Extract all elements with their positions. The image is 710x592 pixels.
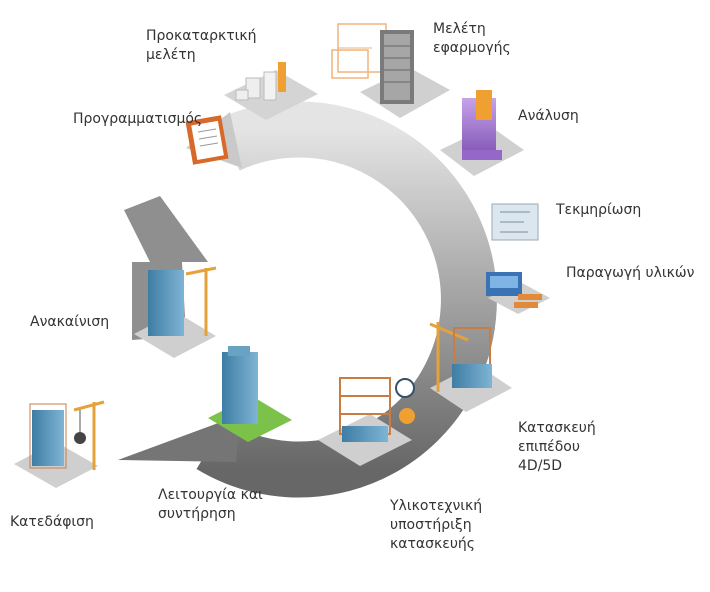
stage-label-renovation: Ανακαίνιση xyxy=(30,314,110,330)
drawings-sheets-icon xyxy=(491,203,539,241)
lifecycle-ring xyxy=(118,101,497,498)
crane-construction-icon xyxy=(429,322,512,412)
stage-label-conceptual-design: Προκαταρκτική μελέτη xyxy=(146,28,257,63)
building-with-plans-icon xyxy=(331,23,450,118)
fabrication-module-icon xyxy=(486,272,550,314)
stage-label-operation-maintenance: Λειτουργία και συντήρηση xyxy=(158,487,263,522)
stage-label-analysis: Ανάλυση xyxy=(518,108,579,124)
clipboard-document-icon xyxy=(185,115,229,165)
analysis-building-icon xyxy=(440,90,524,176)
wrecking-ball-icon xyxy=(14,400,105,488)
massing-model-icon xyxy=(224,62,318,120)
ring-entry-arrow xyxy=(124,196,208,340)
stage-label-construction-logistics: Υλικοτεχνική υποστήριξη κατασκευής xyxy=(390,498,483,552)
building-with-crane-icon xyxy=(134,266,217,358)
cost-coin-icon xyxy=(399,408,415,424)
stage-label-construction-4d-5d: Κατασκευή επιπέδου 4D/5D xyxy=(518,420,596,474)
building-on-lawn-icon xyxy=(208,346,292,442)
stage-label-programming: Προγραμματισμός xyxy=(73,111,203,127)
stage-label-detailed-design: Μελέτη εφαρμογής xyxy=(433,21,511,56)
stage-label-fabrication: Παραγωγή υλικών xyxy=(566,265,695,281)
demolition-exit-arrow xyxy=(118,415,240,462)
ring-arc xyxy=(196,101,497,498)
stage-label-demolition: Κατεδάφιση xyxy=(10,514,94,530)
stage-label-documentation: Τεκμηρίωση xyxy=(556,202,642,218)
scaffold-timer-cost-icon xyxy=(318,377,415,466)
timer-icon xyxy=(395,378,415,398)
